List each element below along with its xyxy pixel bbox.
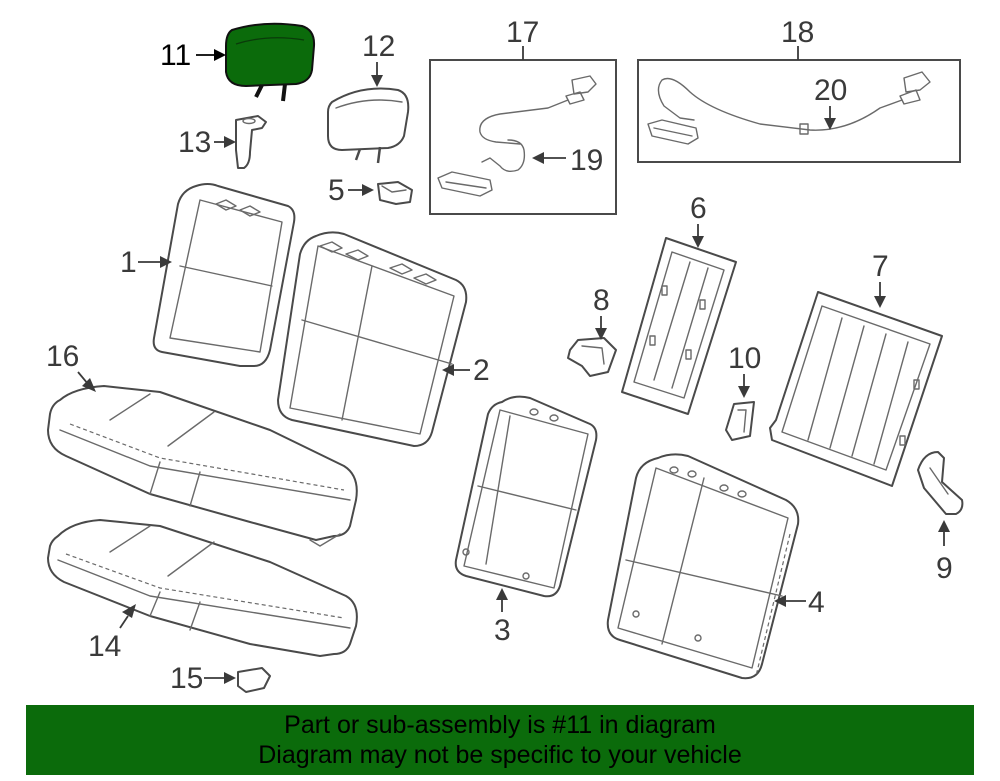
callout-1: 1 [120,246,172,279]
part-10-trim[interactable] [725,401,755,441]
callout-3: 3 [494,588,511,647]
part-9-hinge-cover[interactable] [917,451,964,515]
banner-line-1: Part or sub-assembly is #11 in diagram [284,711,716,739]
callout-20-label: 20 [814,74,847,107]
part-2-seatback-main[interactable] [277,231,468,447]
callout-8: 8 [593,284,610,340]
callout-19: 19 [532,144,603,177]
callout-2-label: 2 [473,354,490,387]
callout-3-label: 3 [494,614,511,647]
part-11-headrest[interactable] [225,22,316,102]
part-14-cushion[interactable] [47,519,358,657]
callout-16-label: 16 [46,340,79,373]
part-16-cushion[interactable] [47,385,358,547]
callout-4-label: 4 [808,586,825,619]
callout-9-label: 9 [936,552,953,585]
callout-11: 11 [160,39,226,72]
callout-12-label: 12 [362,30,395,63]
callout-17-label: 17 [506,16,539,49]
callout-15-label: 15 [170,662,203,695]
part-3-seatback-cover[interactable] [454,395,598,598]
part-5-clip[interactable] [377,181,413,205]
callout-8-label: 8 [593,284,610,317]
callout-7: 7 [872,250,889,308]
callout-13-label: 13 [178,126,211,159]
callout-6-label: 6 [690,192,707,225]
callout-1-label: 1 [120,246,137,279]
callout-9: 9 [936,520,953,585]
part-4-seatback-cover[interactable] [606,453,800,680]
callout-5: 5 [328,174,374,207]
part-17-harness-box[interactable] [429,59,617,215]
info-banner: Part or sub-assembly is #11 in diagram D… [26,705,974,775]
callout-14: 14 [88,604,136,663]
part-1-seatback-left[interactable] [152,183,296,367]
banner-line-2: Diagram may not be specific to your vehi… [258,741,742,769]
callout-13: 13 [178,126,236,159]
callout-5-label: 5 [328,174,345,207]
part-12-headrest[interactable] [327,87,410,164]
part-8-bracket[interactable] [567,337,617,377]
callout-15: 15 [170,662,236,695]
callout-11-label: 11 [160,39,191,72]
callout-10: 10 [728,342,761,398]
callout-7-label: 7 [872,250,889,283]
part-7-frame-panel[interactable] [769,291,943,487]
callout-14-label: 14 [88,630,121,663]
part-13-guide[interactable] [235,115,267,169]
part-15-clip[interactable] [237,667,271,693]
callout-12: 12 [362,30,395,87]
callout-19-label: 19 [570,144,603,177]
callout-6: 6 [690,192,707,248]
callout-20: 20 [814,74,847,130]
part-18-harness-box[interactable] [637,59,961,163]
callout-18-label: 18 [781,16,814,49]
part-6-frame-panel[interactable] [621,237,737,415]
callout-4: 4 [774,586,825,619]
callout-16: 16 [46,340,96,392]
callout-17: 17 [506,16,539,60]
callout-2: 2 [442,354,490,387]
callout-10-label: 10 [728,342,761,375]
callout-18: 18 [781,16,814,60]
